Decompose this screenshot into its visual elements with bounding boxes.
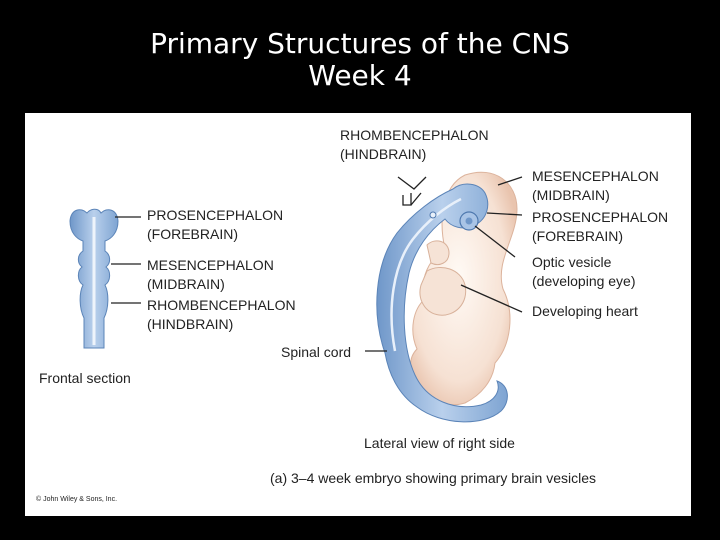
frontal-label-forebrain: (FOREBRAIN)	[147, 226, 238, 242]
lateral-label-developing-heart: Developing heart	[532, 303, 638, 319]
title-line-1: Primary Structures of the CNS	[150, 27, 570, 60]
frontal-leader-lines	[111, 216, 141, 304]
lateral-caption: Lateral view of right side	[364, 435, 515, 451]
lateral-label-mesencephalon: MESENCEPHALON	[532, 168, 659, 184]
frontal-label-prosencephalon: PROSENCEPHALON	[147, 207, 284, 223]
frontal-label-rhombencephalon: RHOMBENCEPHALON	[147, 297, 296, 313]
embryo-illustration	[69, 171, 523, 423]
lateral-label-rhombencephalon: RHOMBENCEPHALON	[340, 127, 489, 143]
lateral-label-spinal-cord: Spinal cord	[281, 344, 352, 360]
copyright-notice: © John Wiley & Sons, Inc.	[36, 496, 118, 503]
frontal-neural-tube	[69, 208, 119, 349]
lateral-label-prosencephalon: PROSENCEPHALON	[532, 209, 669, 225]
lateral-label-forebrain: (FOREBRAIN)	[532, 228, 623, 244]
frontal-caption: Frontal section	[39, 370, 131, 386]
lateral-label-developing-eye: (developing eye)	[532, 273, 636, 289]
lateral-embryo	[376, 171, 518, 423]
lateral-label-midbrain: (MIDBRAIN)	[532, 187, 610, 203]
frontal-label-mesencephalon: MESENCEPHALON	[147, 257, 274, 273]
frontal-label-midbrain: (MIDBRAIN)	[147, 276, 225, 292]
figure-caption: (a) 3–4 week embryo showing primary brai…	[270, 470, 597, 486]
figure-panel: PROSENCEPHALON (FOREBRAIN) MESENCEPHALON…	[25, 113, 691, 516]
slide-title: Primary Structures of the CNS Week 4	[0, 28, 720, 92]
title-line-2: Week 4	[308, 59, 412, 92]
lateral-label-hindbrain: (HINDBRAIN)	[340, 146, 427, 162]
lateral-label-optic-vesicle: Optic vesicle	[532, 254, 612, 270]
lateral-leader-lines	[365, 176, 523, 352]
frontal-label-hindbrain: (HINDBRAIN)	[147, 316, 234, 332]
